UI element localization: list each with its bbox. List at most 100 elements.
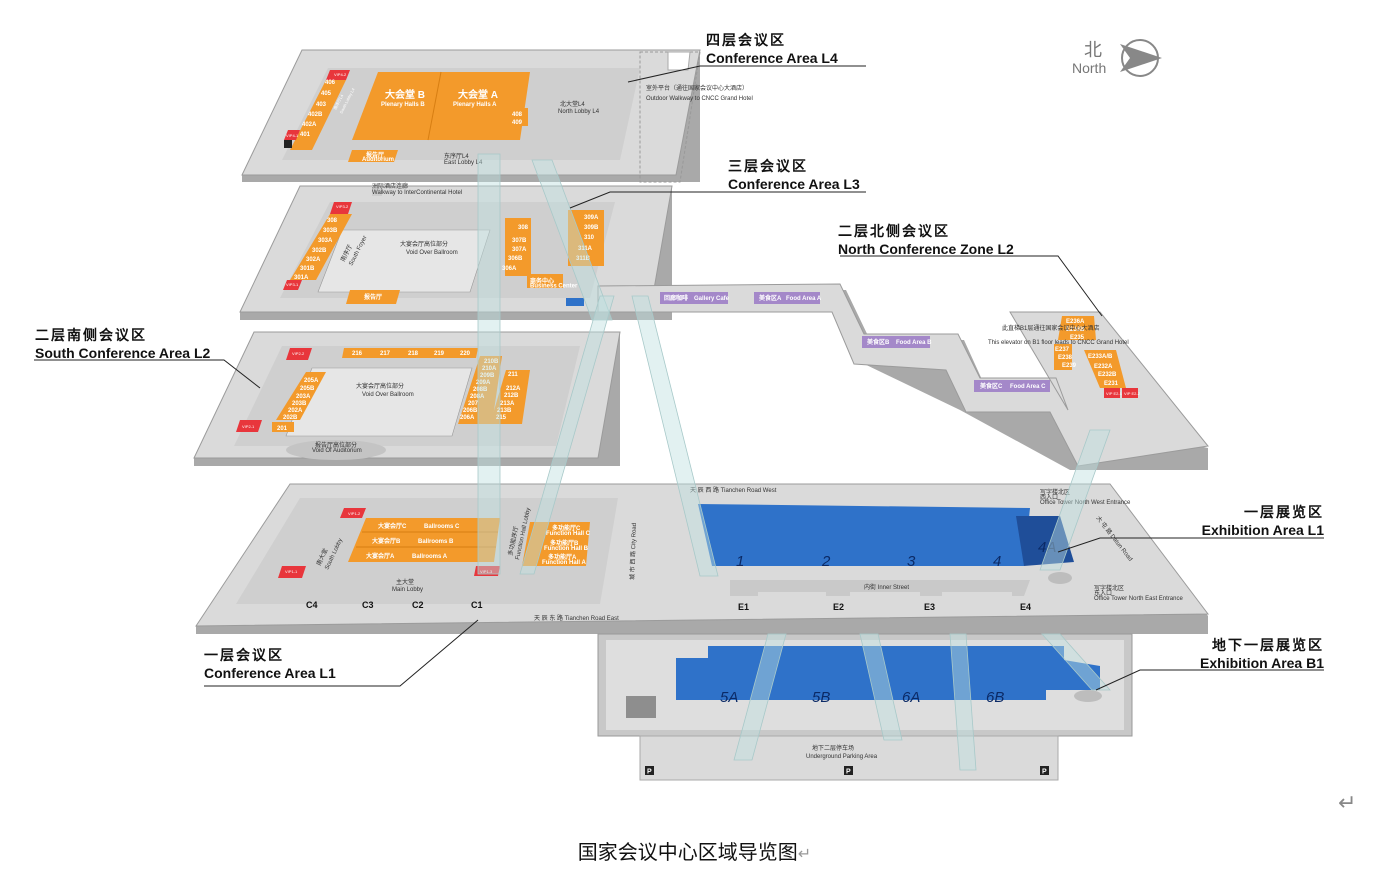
room-e233ab[interactable]: E233A/B (1088, 354, 1113, 360)
room-e239[interactable]: E239 (1062, 363, 1077, 369)
room-208a[interactable]: 208A (470, 394, 485, 400)
room-302b[interactable]: 302B (312, 248, 327, 254)
vip-3-1[interactable]: VIP3-1 (286, 282, 299, 287)
room-310[interactable]: 310 (584, 235, 595, 241)
room-212a[interactable]: 212A (506, 386, 521, 392)
room-203a[interactable]: 203A (296, 394, 311, 400)
food-area-b[interactable]: 美食区B (866, 338, 890, 346)
room-e238[interactable]: E238 (1058, 355, 1073, 361)
room-402a[interactable]: 402A (302, 122, 317, 128)
room-306b[interactable]: 306B (508, 256, 523, 262)
entrance-c3[interactable]: C3 (362, 600, 374, 610)
parking-icons: P P P (645, 766, 1049, 776)
vip-e2-2[interactable]: VIP E2-2 (1124, 391, 1141, 396)
vip-e2-1[interactable]: VIP E2-1 (1106, 391, 1123, 396)
room-308-south[interactable]: 308 (327, 218, 338, 224)
room-207[interactable]: 207 (468, 401, 479, 407)
room-e237[interactable]: E237 (1055, 347, 1070, 353)
callout-exhibition-l1-zh: 一层展览区 (1244, 504, 1324, 520)
gallery-cafe[interactable]: 回廊咖啡 (664, 294, 688, 302)
room-302a[interactable]: 302A (306, 257, 321, 263)
room-309b[interactable]: 309B (584, 225, 599, 231)
exhibition-hall-l1[interactable] (698, 504, 1030, 566)
room-e236a[interactable]: E236A (1066, 319, 1085, 325)
room-406[interactable]: 406 (325, 80, 336, 86)
vip-4-2[interactable]: VIP4-2 (334, 72, 347, 77)
vip-1-2[interactable]: VIP1-2 (348, 511, 361, 516)
room-211[interactable]: 211 (508, 372, 518, 378)
entrance-c1[interactable]: C1 (471, 600, 483, 610)
room-405[interactable]: 405 (321, 91, 332, 97)
exhibition-hall-b1[interactable] (676, 646, 1100, 700)
room-203b[interactable]: 203B (292, 401, 307, 407)
room-209b[interactable]: 209B (480, 373, 495, 379)
room-202b[interactable]: 202B (283, 415, 298, 421)
room-210b[interactable]: 210B (484, 359, 499, 365)
l3-auditorium[interactable]: 报告厅 (364, 293, 382, 301)
room-308[interactable]: 308 (518, 225, 529, 231)
room-219[interactable]: 219 (434, 351, 445, 357)
function-hall-c[interactable]: 多功能厅C (552, 524, 581, 532)
entrance-e1[interactable]: E1 (738, 602, 749, 612)
room-206a[interactable]: 206A (460, 415, 475, 421)
room-205b[interactable]: 205B (300, 386, 315, 392)
room-209a[interactable]: 209A (476, 380, 491, 386)
function-hall-a-en: Function Hall A (542, 560, 586, 566)
room-210a[interactable]: 210A (482, 366, 497, 372)
function-hall-a[interactable]: 多功能厅A (548, 553, 577, 561)
entrance-c2[interactable]: C2 (412, 600, 424, 610)
vip-4-1[interactable]: VIP4-1 (286, 133, 299, 138)
room-303b[interactable]: 303B (323, 228, 338, 234)
vip-1-1[interactable]: VIP1-1 (285, 569, 298, 574)
l4-auditorium[interactable]: 报告厅 (366, 151, 384, 159)
room-408[interactable]: 408 (512, 112, 523, 118)
room-301a[interactable]: 301A (294, 275, 309, 281)
room-307a[interactable]: 307A (512, 247, 527, 253)
room-201[interactable]: 201 (277, 426, 288, 432)
room-409[interactable]: 409 (512, 120, 523, 126)
entrance-c4[interactable]: C4 (306, 600, 318, 610)
room-401[interactable]: 401 (300, 132, 311, 138)
room-309a[interactable]: 309A (584, 215, 599, 221)
room-e232a[interactable]: E232A (1094, 364, 1113, 370)
room-306a[interactable]: 306A (502, 266, 517, 272)
room-e231[interactable]: E231 (1104, 381, 1119, 387)
room-218[interactable]: 218 (408, 351, 419, 357)
ballroom-a[interactable]: 大宴会厅A (366, 552, 395, 560)
room-311b[interactable]: 311B (576, 256, 591, 262)
room-205a[interactable]: 205A (304, 378, 319, 384)
room-303a[interactable]: 303A (318, 238, 333, 244)
business-center[interactable]: 商务中心 (530, 277, 554, 285)
room-307b[interactable]: 307B (512, 238, 527, 244)
food-area-c[interactable]: 美食区C (979, 382, 1003, 390)
room-206b[interactable]: 206B (463, 408, 478, 414)
room-301b[interactable]: 301B (300, 266, 315, 272)
room-e232b[interactable]: E232B (1098, 372, 1117, 378)
ballroom-c[interactable]: 大宴会厅C (378, 522, 407, 530)
room-217[interactable]: 217 (380, 351, 391, 357)
entrance-e2[interactable]: E2 (833, 602, 844, 612)
room-213a[interactable]: 213A (500, 401, 515, 407)
room-220[interactable]: 220 (460, 351, 471, 357)
food-area-a[interactable]: 美食区A (758, 294, 782, 302)
vip-3-2[interactable]: VIP3-2 (336, 204, 349, 209)
plenary-halls[interactable]: 大会堂 B Plenary Halls B 大会堂 A Plenary Hall… (352, 71, 530, 141)
vip-1-3[interactable]: VIP1-3 (480, 569, 493, 574)
room-216[interactable]: 216 (352, 351, 363, 357)
room-208b[interactable]: 208B (473, 387, 488, 393)
room-213b[interactable]: 213B (497, 408, 512, 414)
vip-2-2[interactable]: VIP2-2 (292, 351, 305, 356)
ballroom-b[interactable]: 大宴会厅B (372, 537, 401, 545)
room-e235[interactable]: E235 (1070, 335, 1085, 341)
room-202a[interactable]: 202A (288, 408, 303, 414)
room-e236b[interactable]: E236B (1066, 327, 1085, 333)
vip-2-1[interactable]: VIP2-1 (242, 424, 255, 429)
function-hall-b[interactable]: 多功能厅B (550, 539, 579, 547)
exhibition-hall-4a[interactable] (1016, 516, 1074, 566)
room-403[interactable]: 403 (316, 102, 327, 108)
room-212b[interactable]: 212B (504, 393, 519, 399)
entrance-e3[interactable]: E3 (924, 602, 935, 612)
room-402b[interactable]: 402B (308, 112, 323, 118)
room-215[interactable]: 215 (496, 415, 507, 421)
entrance-e4[interactable]: E4 (1020, 602, 1031, 612)
